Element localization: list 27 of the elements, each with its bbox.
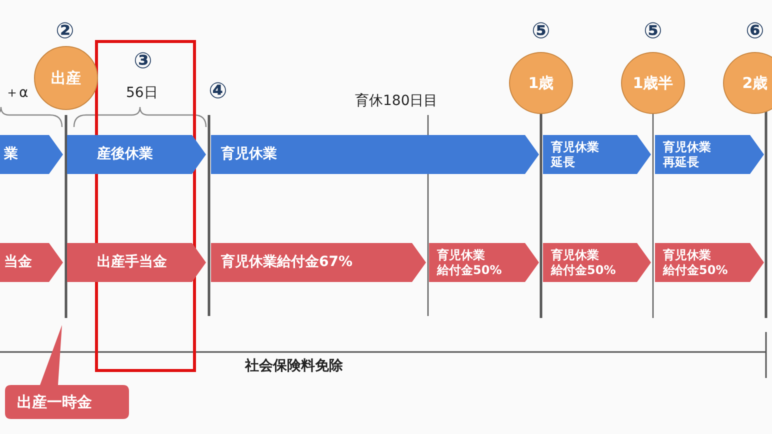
period-band: 育児休業給付金50%	[655, 243, 764, 282]
step-number: ②	[56, 20, 74, 44]
period-band: 業	[0, 135, 63, 174]
step-number: ⑤	[644, 20, 662, 44]
milestone-circle: 1歳	[509, 52, 573, 114]
callout-box	[5, 325, 129, 419]
period-label: ＋α	[5, 84, 28, 102]
period-band: 当金	[0, 243, 63, 282]
step-number: ⑥	[746, 20, 764, 44]
period-band: 育児休業延長	[543, 135, 651, 174]
period-label: 56日	[126, 84, 158, 102]
period-band: 出産手当金	[67, 243, 206, 282]
period-band: 育児休業給付金50%	[543, 243, 651, 282]
milestone-label: 育休180日目	[355, 92, 438, 110]
callout-text: 出産一時金	[17, 393, 92, 411]
milestone-circle: 2歳	[723, 52, 772, 114]
span-label: 社会保険料免除	[245, 357, 343, 375]
step-number: ④	[208, 80, 228, 104]
period-band: 育児休業給付金50%	[429, 243, 539, 282]
period-band: 育児休業	[211, 135, 539, 174]
period-band: 産後休業	[67, 135, 206, 174]
period-band: 育児休業再延長	[655, 135, 764, 174]
step-number: ③	[134, 50, 152, 74]
step-number: ⑤	[532, 20, 550, 44]
milestone-circle: 出産	[34, 46, 98, 110]
milestone-circle: 1歳半	[621, 52, 685, 114]
period-band: 育児休業給付金67%	[211, 243, 426, 282]
